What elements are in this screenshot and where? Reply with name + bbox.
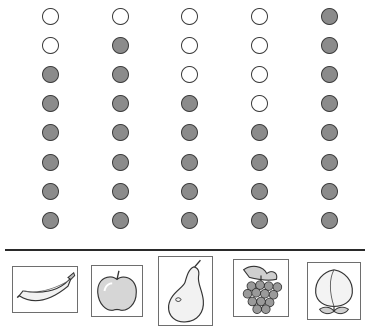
- grapes-card: [233, 259, 289, 317]
- empty-dot: [181, 66, 198, 83]
- empty-dot: [42, 37, 59, 54]
- filled-dot: [42, 95, 59, 112]
- peach-card: [307, 262, 361, 320]
- filled-dot: [42, 66, 59, 83]
- filled-dot: [112, 66, 129, 83]
- pear-icon: [159, 257, 212, 325]
- pear-card: [158, 256, 213, 326]
- filled-dot: [251, 212, 268, 229]
- empty-dot: [42, 8, 59, 25]
- filled-dot: [181, 95, 198, 112]
- filled-dot: [42, 212, 59, 229]
- filled-dot: [112, 183, 129, 200]
- filled-dot: [321, 154, 338, 171]
- empty-dot: [251, 37, 268, 54]
- filled-dot: [42, 124, 59, 141]
- filled-dot: [251, 124, 268, 141]
- filled-dot: [112, 37, 129, 54]
- apple-icon: [92, 266, 142, 316]
- empty-dot: [251, 66, 268, 83]
- peach-icon: [308, 263, 360, 319]
- empty-dot: [251, 95, 268, 112]
- filled-dot: [321, 66, 338, 83]
- grapes-icon: [234, 260, 288, 316]
- empty-dot: [251, 8, 268, 25]
- filled-dot: [112, 95, 129, 112]
- filled-dot: [181, 124, 198, 141]
- filled-dot: [181, 183, 198, 200]
- filled-dot: [42, 183, 59, 200]
- filled-dot: [112, 154, 129, 171]
- filled-dot: [321, 37, 338, 54]
- empty-dot: [181, 8, 198, 25]
- empty-dot: [181, 37, 198, 54]
- filled-dot: [321, 95, 338, 112]
- filled-dot: [321, 212, 338, 229]
- filled-dot: [112, 212, 129, 229]
- filled-dot: [181, 154, 198, 171]
- banana-icon: [13, 267, 77, 312]
- filled-dot: [251, 183, 268, 200]
- filled-dot: [321, 183, 338, 200]
- filled-dot: [251, 154, 268, 171]
- filled-dot: [321, 8, 338, 25]
- filled-dot: [181, 212, 198, 229]
- divider-line: [5, 249, 365, 251]
- filled-dot: [112, 124, 129, 141]
- filled-dot: [321, 124, 338, 141]
- filled-dot: [42, 154, 59, 171]
- apple-card: [91, 265, 143, 317]
- empty-dot: [112, 8, 129, 25]
- banana-card: [12, 266, 78, 313]
